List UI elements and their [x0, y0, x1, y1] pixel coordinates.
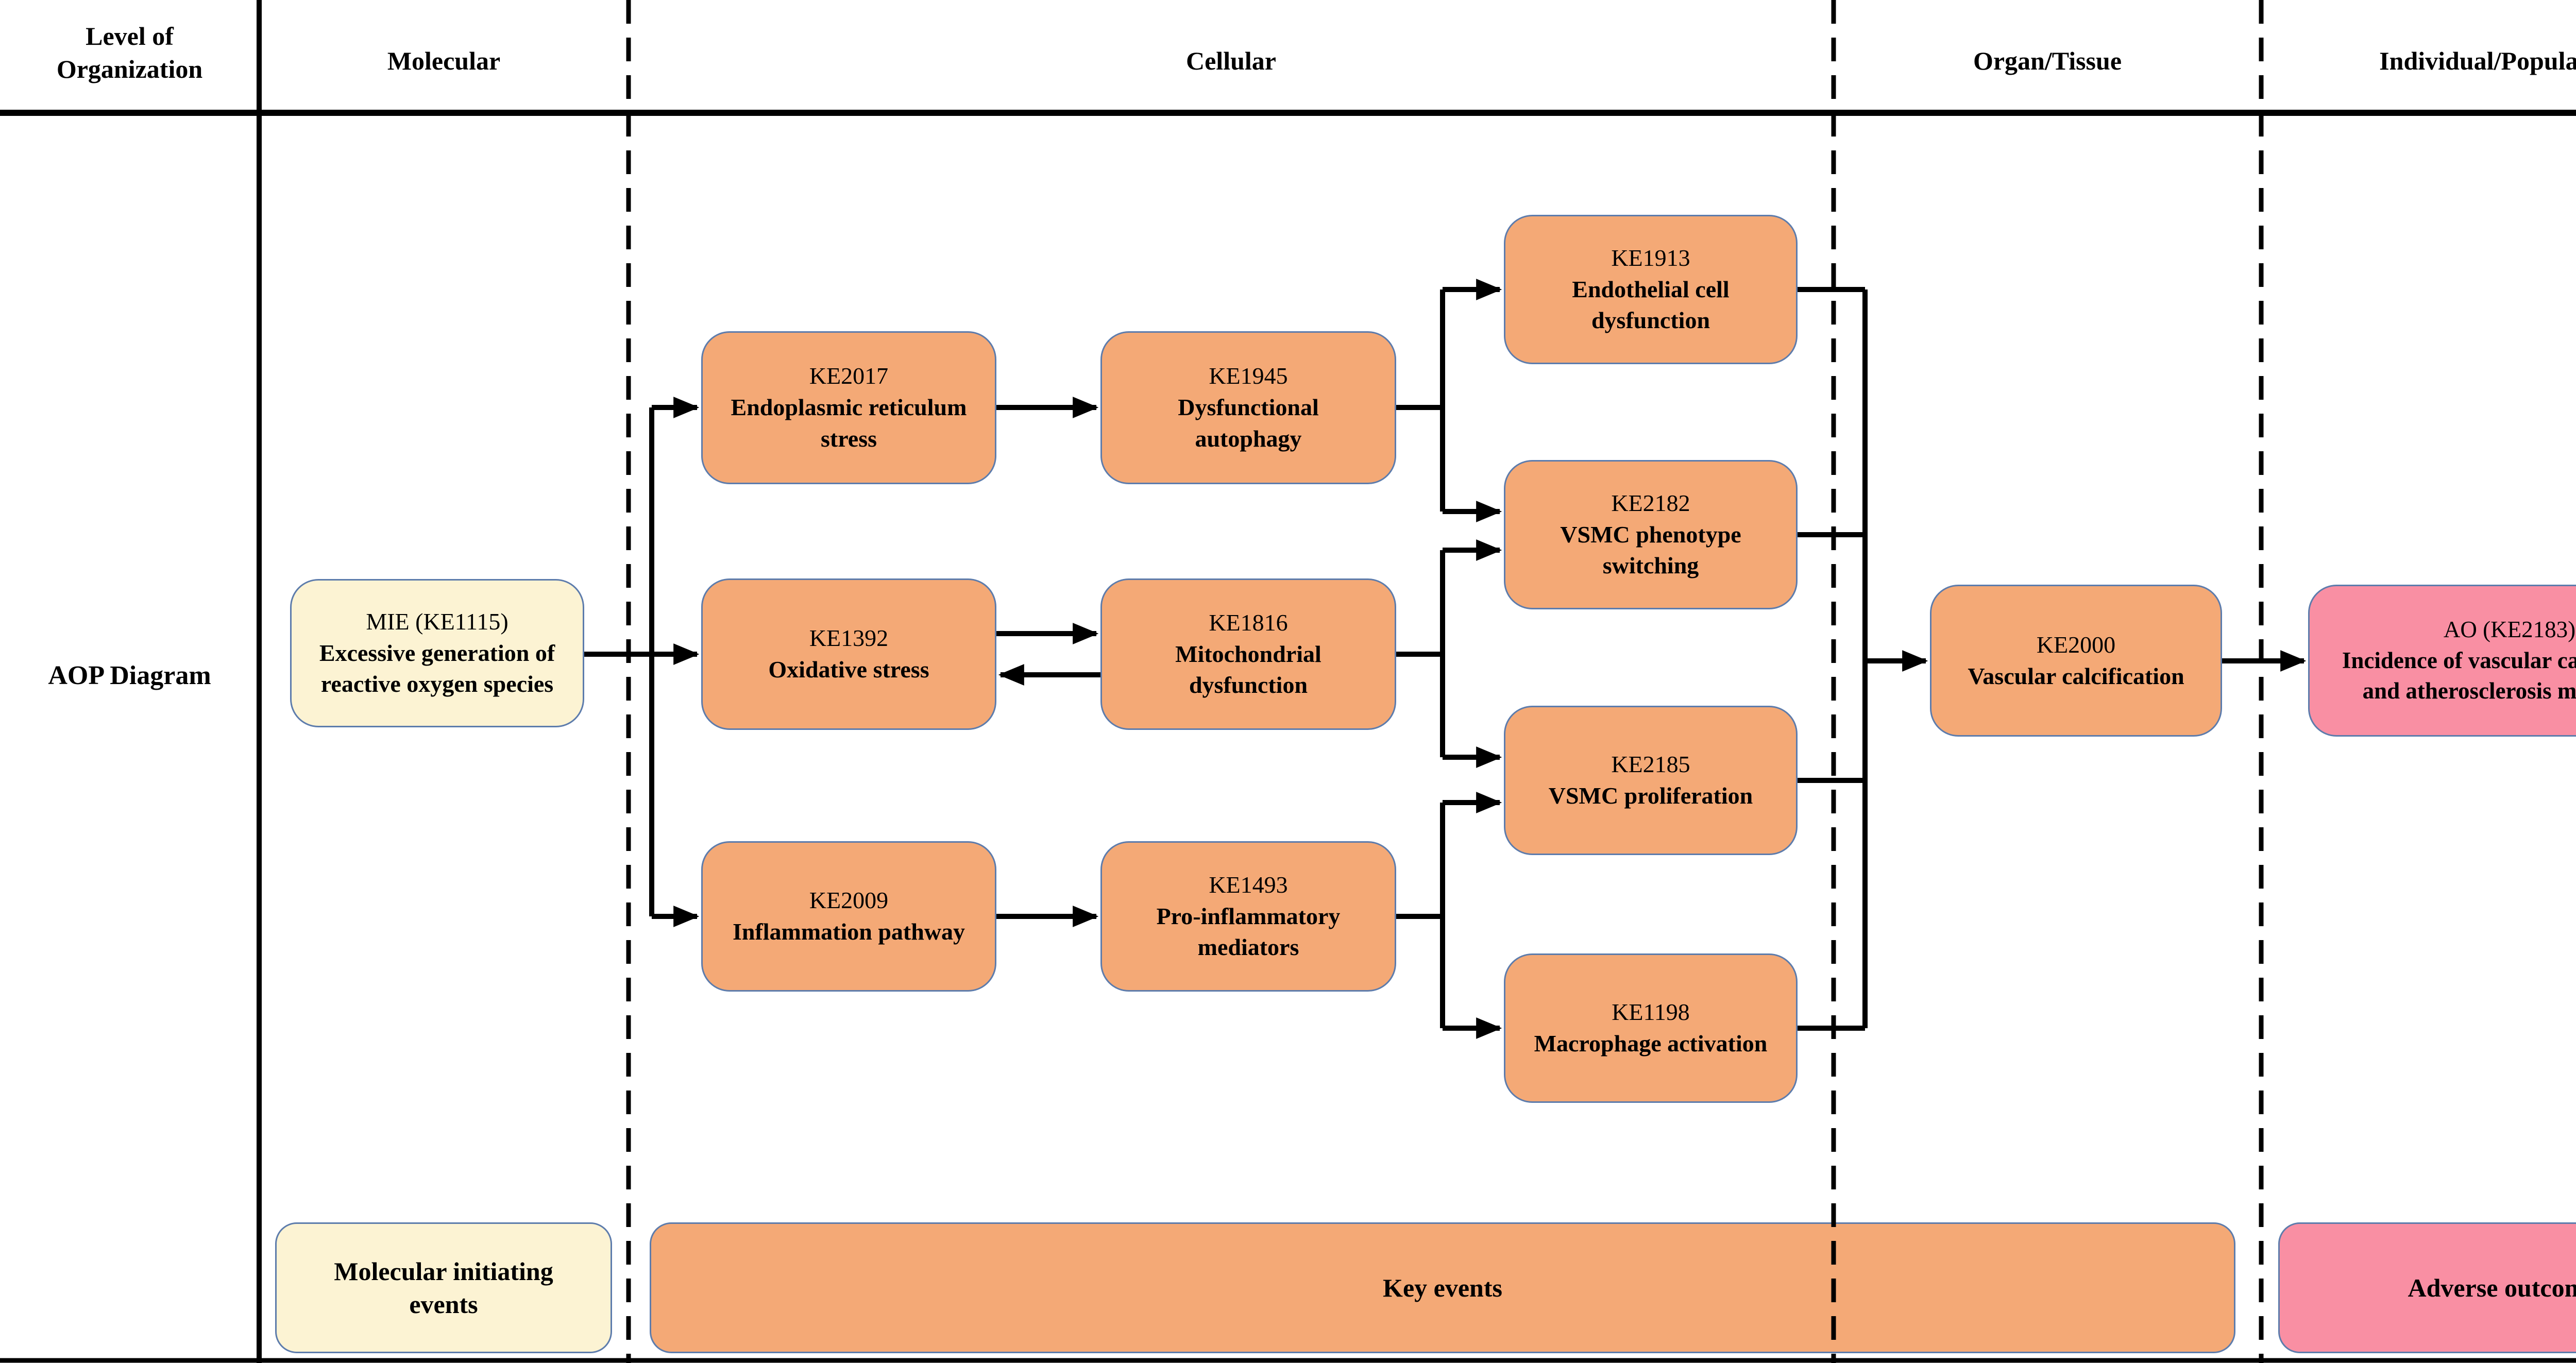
- node-label: Mitochondrial dysfunction: [1175, 640, 1321, 698]
- node-code: KE1913: [1611, 244, 1690, 271]
- node-label: Pro-inflammatory mediators: [1156, 902, 1341, 961]
- legend-key-events: Key events: [650, 1222, 2235, 1353]
- column-header-individual-population: Individual/Population: [2379, 46, 2576, 75]
- node-code: KE2017: [809, 363, 889, 389]
- node-label: Excessive generation of reactive oxygen …: [319, 639, 555, 697]
- node-label: Macrophage activation: [1534, 1030, 1768, 1057]
- node-mie-ke1115: MIE (KE1115) Excessive generation of rea…: [290, 579, 584, 727]
- node-label: VSMC phenotype switching: [1560, 521, 1741, 579]
- legend-molecular-initiating-events: Molecular initiating events: [275, 1222, 612, 1353]
- node-code: KE2009: [809, 887, 889, 914]
- node-label: Endothelial cell dysfunction: [1572, 276, 1730, 334]
- node-ke1945: KE1945 Dysfunctional autophagy: [1100, 331, 1396, 484]
- node-code: KE1945: [1209, 363, 1288, 389]
- node-ke2182: KE2182 VSMC phenotype switching: [1504, 460, 1798, 609]
- node-label: Inflammation pathway: [732, 918, 965, 945]
- row-label-aop-diagram: AOP Diagram: [48, 661, 211, 690]
- node-label: Dysfunctional autophagy: [1178, 394, 1319, 452]
- node-code: KE1493: [1209, 871, 1288, 898]
- node-code: KE1816: [1209, 609, 1288, 636]
- node-code: KE2000: [2036, 631, 2116, 658]
- node-ke1392: KE1392 Oxidative stress: [701, 578, 996, 730]
- node-ke1198: KE1198 Macrophage activation: [1504, 953, 1798, 1103]
- node-ke2000: KE2000 Vascular calcification: [1930, 585, 2222, 737]
- node-code: KE2182: [1611, 489, 1690, 516]
- node-ke1816: KE1816 Mitochondrial dysfunction: [1100, 578, 1396, 730]
- node-label: VSMC proliferation: [1548, 782, 1753, 809]
- column-header-level-of-organization: Level of Organization: [56, 22, 203, 83]
- node-label: Incidence of vascular calcification and …: [2342, 647, 2576, 704]
- node-code: KE1392: [809, 625, 889, 652]
- node-label: Vascular calcification: [1968, 662, 2184, 689]
- node-ke1913: KE1913 Endothelial cell dysfunction: [1504, 215, 1798, 364]
- column-header-molecular: Molecular: [387, 46, 501, 75]
- node-code: KE2185: [1611, 751, 1690, 778]
- node-label: Endoplasmic reticulum stress: [731, 394, 967, 452]
- node-code: MIE (KE1115): [366, 608, 509, 635]
- node-ke2009: KE2009 Inflammation pathway: [701, 841, 996, 992]
- node-ao-ke2183: AO (KE2183) Incidence of vascular calcif…: [2308, 585, 2576, 737]
- node-ke1493: KE1493 Pro-inflammatory mediators: [1100, 841, 1396, 992]
- column-header-cellular: Cellular: [1186, 46, 1276, 75]
- node-label: Oxidative stress: [768, 656, 929, 683]
- node-ke2017: KE2017 Endoplasmic reticulum stress: [701, 331, 996, 484]
- node-ke2185: KE2185 VSMC proliferation: [1504, 706, 1798, 855]
- dashed-column-separators: [626, 0, 2264, 1363]
- node-code: KE1198: [1612, 999, 1690, 1026]
- pathway-arrows: [584, 279, 2307, 1039]
- node-code: AO (KE2183): [2443, 617, 2576, 643]
- legend-adverse-outcome: Adverse outcome: [2278, 1222, 2576, 1353]
- column-header-organ-tissue: Organ/Tissue: [1973, 46, 2122, 75]
